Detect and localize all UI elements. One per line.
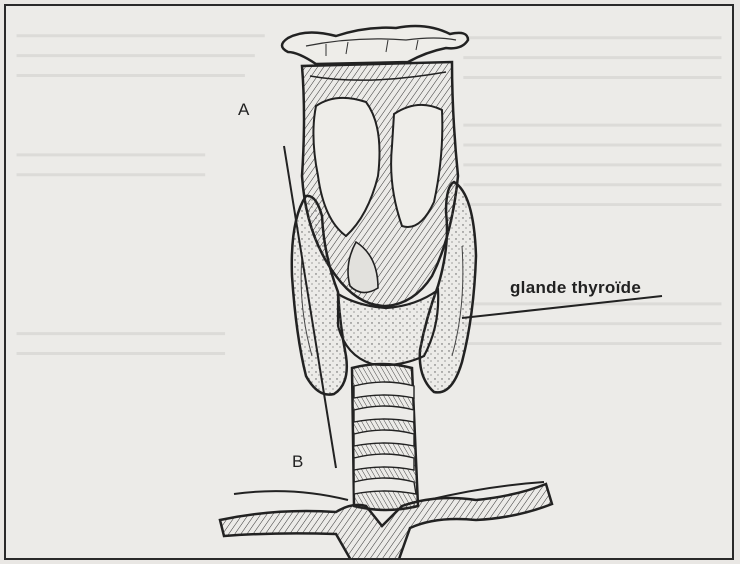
pointer-line-thyroid bbox=[462, 296, 662, 318]
hyoid-bone bbox=[282, 26, 468, 64]
figure-frame: A B glande thyroïde bbox=[4, 4, 734, 560]
label-a: A bbox=[238, 100, 249, 120]
label-glande-thyroide: glande thyroïde bbox=[510, 278, 641, 298]
trachea bbox=[352, 364, 418, 510]
label-b: B bbox=[292, 452, 303, 472]
